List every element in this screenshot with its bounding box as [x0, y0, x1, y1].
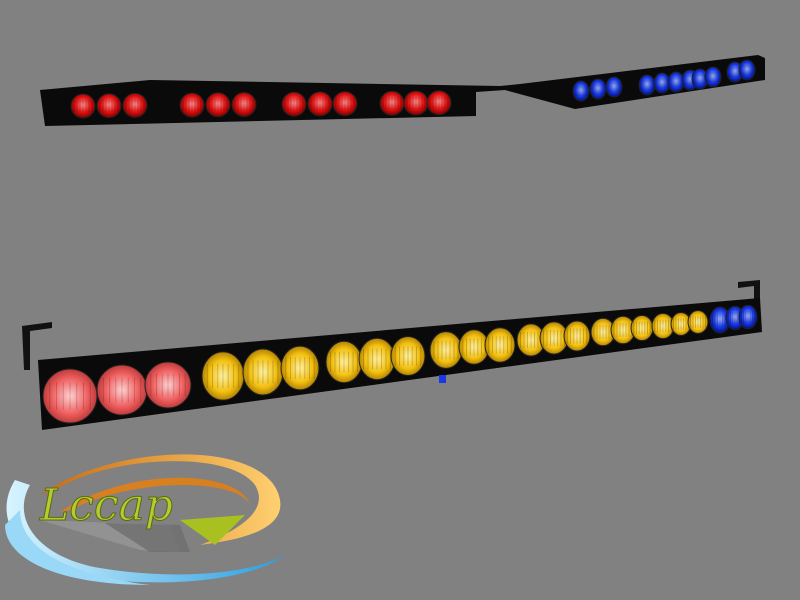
blue-light — [605, 76, 623, 98]
red-light — [332, 91, 358, 117]
red-light — [281, 91, 307, 117]
amber-light — [484, 327, 516, 363]
amber-light — [280, 345, 320, 391]
red-light — [205, 92, 231, 118]
red-light — [179, 92, 205, 118]
top-light-bar — [40, 55, 765, 126]
blue-light — [738, 59, 756, 81]
bottom-light-bar — [22, 280, 762, 430]
blue-light — [704, 66, 722, 88]
logo-text: Lccap — [39, 480, 173, 531]
blue-light — [572, 80, 590, 102]
red-light — [96, 93, 122, 119]
red-light — [144, 361, 192, 409]
blue-marker — [439, 375, 446, 383]
amber-light — [563, 320, 591, 352]
red-light — [42, 368, 98, 424]
logo: Lccap — [5, 454, 286, 585]
amber-light — [390, 335, 426, 377]
red-light — [122, 92, 148, 118]
red-light — [231, 92, 257, 117]
red-light — [307, 91, 333, 117]
red-light — [426, 90, 452, 116]
blue-light — [738, 304, 758, 330]
amber-light — [687, 310, 709, 334]
bracket-left — [22, 322, 52, 370]
red-light — [70, 93, 96, 119]
bracket-right — [738, 280, 760, 300]
